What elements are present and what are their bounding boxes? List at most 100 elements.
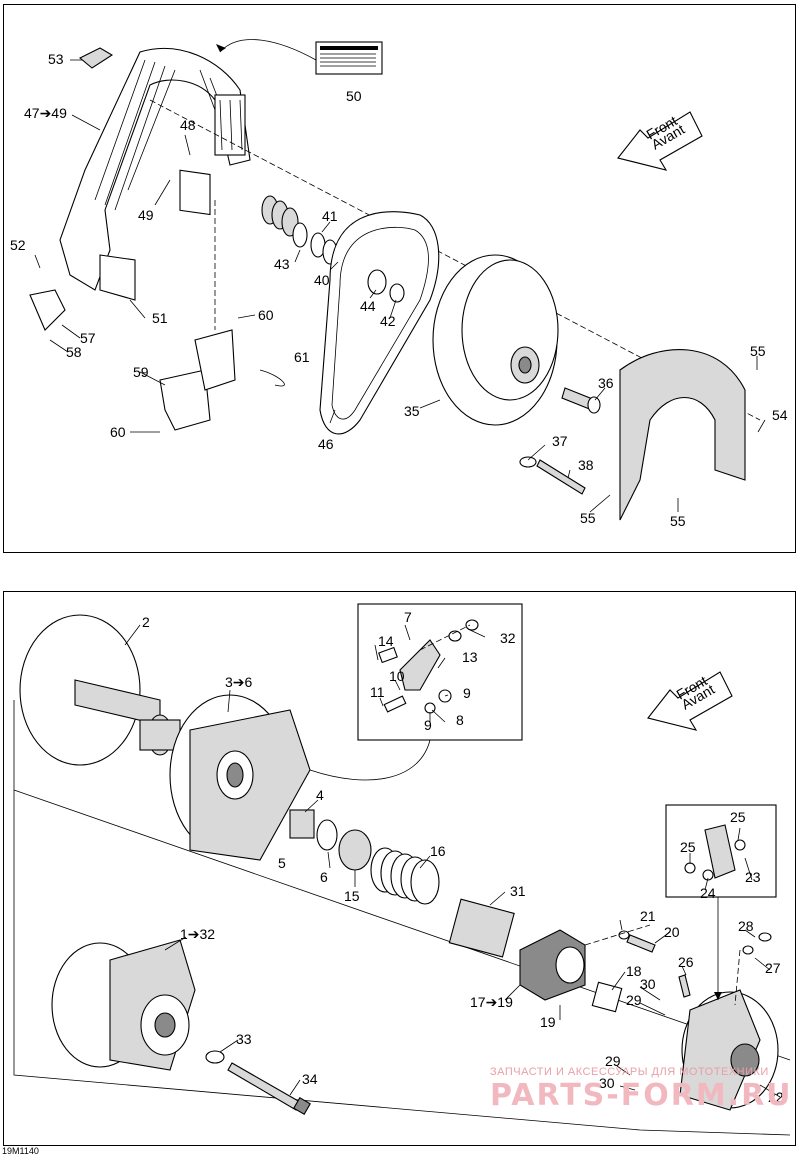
bottom-callout-14: 15 <box>344 888 360 904</box>
belt-guard-part <box>59 48 251 301</box>
top-callout-19: 35 <box>404 403 420 419</box>
pin-part-61 <box>259 369 285 387</box>
top-callout-8: 60 <box>258 307 274 323</box>
washer-part-15 <box>338 829 372 871</box>
bottom-callout-36: 22 <box>768 1089 784 1105</box>
bottom-callout-23: 19 <box>540 1014 556 1030</box>
bottom-callout-29: 30 <box>599 1075 615 1091</box>
top-callout-5: 51 <box>152 310 168 326</box>
top-callout-4: 52 <box>10 237 26 253</box>
top-callout-25: 54 <box>772 407 788 423</box>
bottom-callout-12: 5 <box>278 855 286 871</box>
front-direction-arrow: Front Avant <box>617 111 703 171</box>
bottom-callout-17: 1➔32 <box>180 926 215 942</box>
top-callout-1: 47➔49 <box>24 105 67 121</box>
top-callout-6: 57 <box>80 330 96 346</box>
bottom-callout-21: 20 <box>664 924 680 940</box>
bottom-callout-7: 32 <box>500 630 516 646</box>
bottom-callout-30: 25 <box>730 809 746 825</box>
bottom-callout-11: 4 <box>316 787 324 803</box>
top-callout-17: 42 <box>380 313 396 329</box>
cover-part-22 <box>679 989 779 1111</box>
sleeve-part-31 <box>448 898 515 958</box>
bottom-callout-32: 24 <box>700 885 716 901</box>
plate-part-48 <box>179 169 211 216</box>
bottom-callout-5: 11 <box>370 684 385 700</box>
clip-part-53 <box>79 47 114 69</box>
bolt-part-26 <box>678 974 691 998</box>
top-callout-22: 38 <box>578 457 594 473</box>
bottom-callout-1: 3➔6 <box>225 674 253 690</box>
bottom-callout-6: 13 <box>462 649 478 665</box>
top-callout-24: 55 <box>750 343 766 359</box>
bolt-parts <box>519 387 601 495</box>
top-callout-18: 46 <box>318 436 334 452</box>
washer-part-33 <box>205 1050 225 1064</box>
watermark-subtitle: ЗАПЧАСТИ И АКСЕССУАРЫ ДЛЯ МОТОТЕХНИКИ <box>490 1066 769 1078</box>
movable-sheave-part-3-6 <box>169 694 311 861</box>
top-callout-9: 59 <box>133 364 149 380</box>
bottom-callout-25: 26 <box>678 954 694 970</box>
top-callout-15: 40 <box>314 272 330 288</box>
bottom-callout-33: 23 <box>745 869 761 885</box>
fixed-sheave-part-2 <box>19 614 181 766</box>
bottom-callout-15: 16 <box>430 843 446 859</box>
bottom-callout-22: 17➔19 <box>470 994 513 1010</box>
bracket-part-59 <box>159 369 211 431</box>
top-callout-12: 50 <box>346 88 362 104</box>
spring-part <box>261 195 350 271</box>
bushing-part-4 <box>289 809 315 839</box>
cover-part-54 <box>619 349 746 521</box>
top-callout-10: 61 <box>294 349 310 365</box>
lever-inset-box <box>309 603 523 781</box>
bottom-callout-26: 30 <box>640 976 656 992</box>
driven-pulley-part-35 <box>432 254 559 426</box>
bottom-callout-34: 28 <box>738 918 754 934</box>
bottom-callout-19: 34 <box>302 1071 318 1087</box>
top-callout-11: 60 <box>110 424 126 440</box>
spring-part-16 <box>370 847 440 905</box>
top-callout-20: 36 <box>598 375 614 391</box>
bushing-part-18 <box>591 981 623 1013</box>
top-callout-14: 43 <box>274 256 290 272</box>
bottom-callout-2: 7 <box>404 609 412 625</box>
top-callout-16: 44 <box>360 298 376 314</box>
watermark-brand: PARTS-FORM.RU <box>490 1078 793 1113</box>
bottom-callout-0: 2 <box>142 614 150 630</box>
top-callout-26: 55 <box>670 513 686 529</box>
bottom-callout-27: 29 <box>626 992 642 1008</box>
bottom-callout-20: 21 <box>640 908 656 924</box>
top-callout-13: 41 <box>322 208 338 224</box>
bottom-callout-16: 31 <box>510 883 526 899</box>
top-callout-23: 55 <box>580 510 596 526</box>
bottom-callout-3: 14 <box>378 633 394 649</box>
complete-clutch-part-1-32 <box>51 939 196 1071</box>
bottom-callout-18: 33 <box>236 1031 252 1047</box>
top-callout-7: 58 <box>66 344 82 360</box>
figure-id: 19M1140 <box>2 1146 39 1156</box>
bolt-part-20 <box>626 934 656 953</box>
bottom-callout-35: 27 <box>765 960 781 976</box>
front-direction-arrow-bottom: Front Avant <box>647 671 733 731</box>
bottom-callout-24: 18 <box>626 963 642 979</box>
top-callout-3: 49 <box>138 207 154 223</box>
bracket-part-57 <box>29 289 66 331</box>
bolt-part-34 <box>227 1062 301 1111</box>
roller-inset-box <box>665 804 777 1000</box>
top-callout-0: 53 <box>48 51 64 67</box>
bottom-callout-28: 29 <box>605 1053 621 1069</box>
top-callout-2: 48 <box>180 117 196 133</box>
bottom-callout-13: 6 <box>320 869 328 885</box>
top-exploded-diagram: Front Avant 5347➔49484952515758605961605… <box>10 39 788 529</box>
drive-belt-part-46 <box>319 211 440 435</box>
bottom-callout-9: 8 <box>456 712 464 728</box>
warning-label-part-50 <box>216 39 383 75</box>
bottom-callout-31: 25 <box>680 839 696 855</box>
bottom-callout-10: 9 <box>424 717 432 733</box>
bottom-callout-4: 10 <box>389 668 405 684</box>
bottom-callout-8: 9 <box>463 685 471 701</box>
top-callout-21: 37 <box>552 433 568 449</box>
